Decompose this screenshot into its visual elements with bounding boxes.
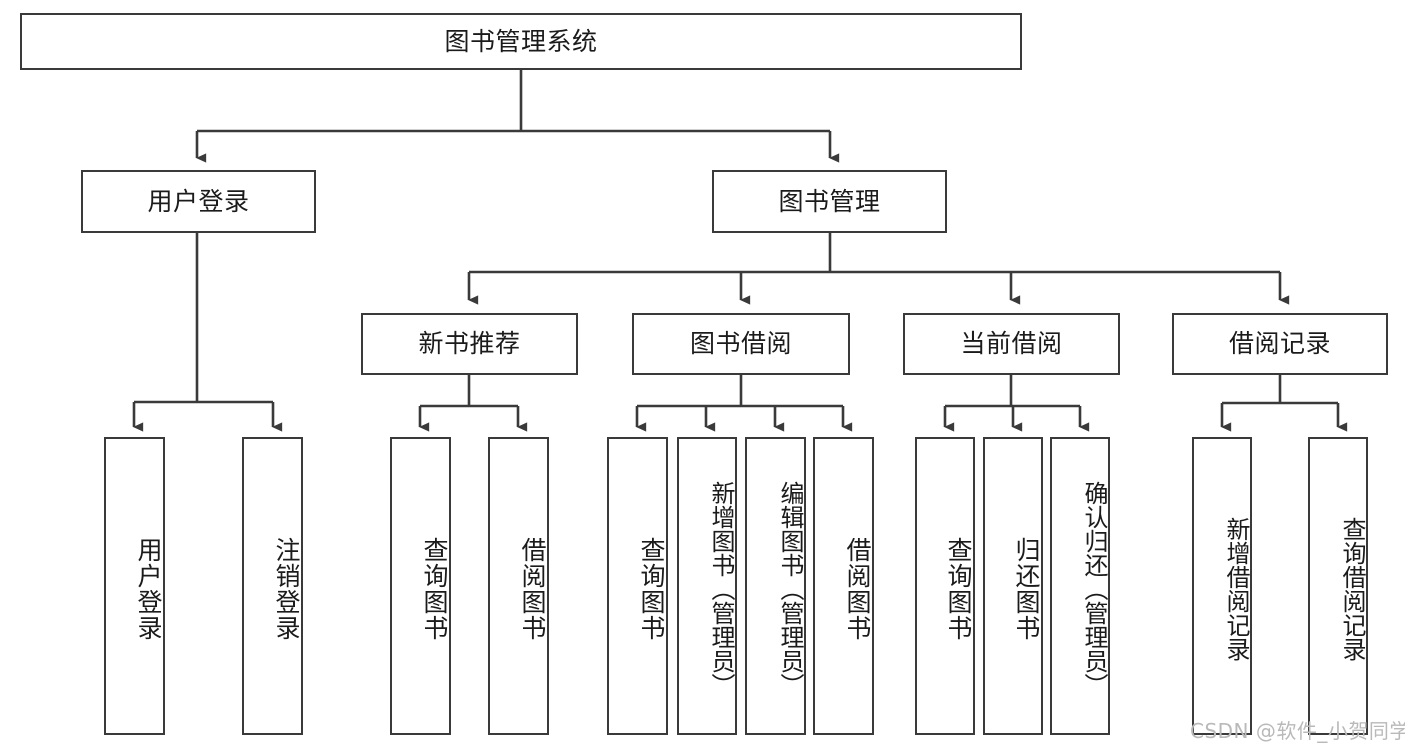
node-leaf-add-book[interactable]: 新增图书（管理员） — [677, 437, 737, 735]
node-leaf-edit-book-label: 编辑图书（管理员） — [776, 481, 804, 697]
node-leaf-borrow-book-1[interactable]: 借阅图书 — [488, 437, 549, 735]
node-leaf-query-book-3[interactable]: 查询图书 — [915, 437, 975, 735]
node-leaf-query-book-2[interactable]: 查询图书 — [607, 437, 668, 735]
node-leaf-user-login-label: 用户登录 — [134, 537, 163, 641]
node-leaf-add-record-label: 新增借阅记录 — [1222, 517, 1250, 661]
watermark-label: CSDN @软件_小贺同学 — [1190, 719, 1405, 743]
node-user-login[interactable]: 用户登录 — [81, 170, 316, 233]
node-book-manage-label: 图书管理 — [778, 186, 881, 216]
node-leaf-add-record[interactable]: 新增借阅记录 — [1192, 437, 1252, 735]
node-leaf-logout-login[interactable]: 注销登录 — [242, 437, 303, 735]
node-root[interactable]: 图书管理系统 — [20, 13, 1022, 70]
node-leaf-add-book-label: 新增图书（管理员） — [707, 481, 735, 697]
node-book-manage[interactable]: 图书管理 — [712, 170, 947, 233]
node-current-borrow-label: 当前借阅 — [960, 329, 1063, 359]
node-user-login-label: 用户登录 — [147, 186, 250, 216]
node-borrow-record[interactable]: 借阅记录 — [1172, 313, 1388, 375]
node-book-borrow-label: 图书借阅 — [689, 329, 792, 359]
node-leaf-borrow-book-2[interactable]: 借阅图书 — [813, 437, 874, 735]
node-leaf-borrow-book-1-label: 借阅图书 — [518, 537, 547, 641]
node-borrow-record-label: 借阅记录 — [1228, 329, 1331, 359]
node-new-book-recommend-label: 新书推荐 — [418, 329, 521, 359]
node-leaf-query-record-label: 查询借阅记录 — [1338, 517, 1366, 661]
node-leaf-return-book[interactable]: 归还图书 — [983, 437, 1043, 735]
node-leaf-logout-login-label: 注销登录 — [272, 537, 301, 641]
node-leaf-edit-book[interactable]: 编辑图书（管理员） — [745, 437, 806, 735]
node-leaf-confirm-return-label: 确认归还（管理员） — [1080, 481, 1108, 697]
node-leaf-user-login[interactable]: 用户登录 — [104, 437, 165, 735]
node-leaf-borrow-book-2-label: 借阅图书 — [843, 537, 872, 641]
node-leaf-query-book-1-label: 查询图书 — [420, 537, 449, 641]
node-current-borrow[interactable]: 当前借阅 — [903, 313, 1120, 375]
node-new-book-recommend[interactable]: 新书推荐 — [361, 313, 578, 375]
node-book-borrow[interactable]: 图书借阅 — [632, 313, 850, 375]
node-root-label: 图书管理系统 — [444, 26, 598, 56]
node-leaf-query-book-3-label: 查询图书 — [944, 537, 973, 641]
node-leaf-return-book-label: 归还图书 — [1012, 537, 1041, 641]
node-leaf-query-book-1[interactable]: 查询图书 — [390, 437, 451, 735]
node-leaf-confirm-return[interactable]: 确认归还（管理员） — [1050, 437, 1110, 735]
node-leaf-query-record[interactable]: 查询借阅记录 — [1308, 437, 1368, 735]
node-leaf-query-book-2-label: 查询图书 — [637, 537, 666, 641]
